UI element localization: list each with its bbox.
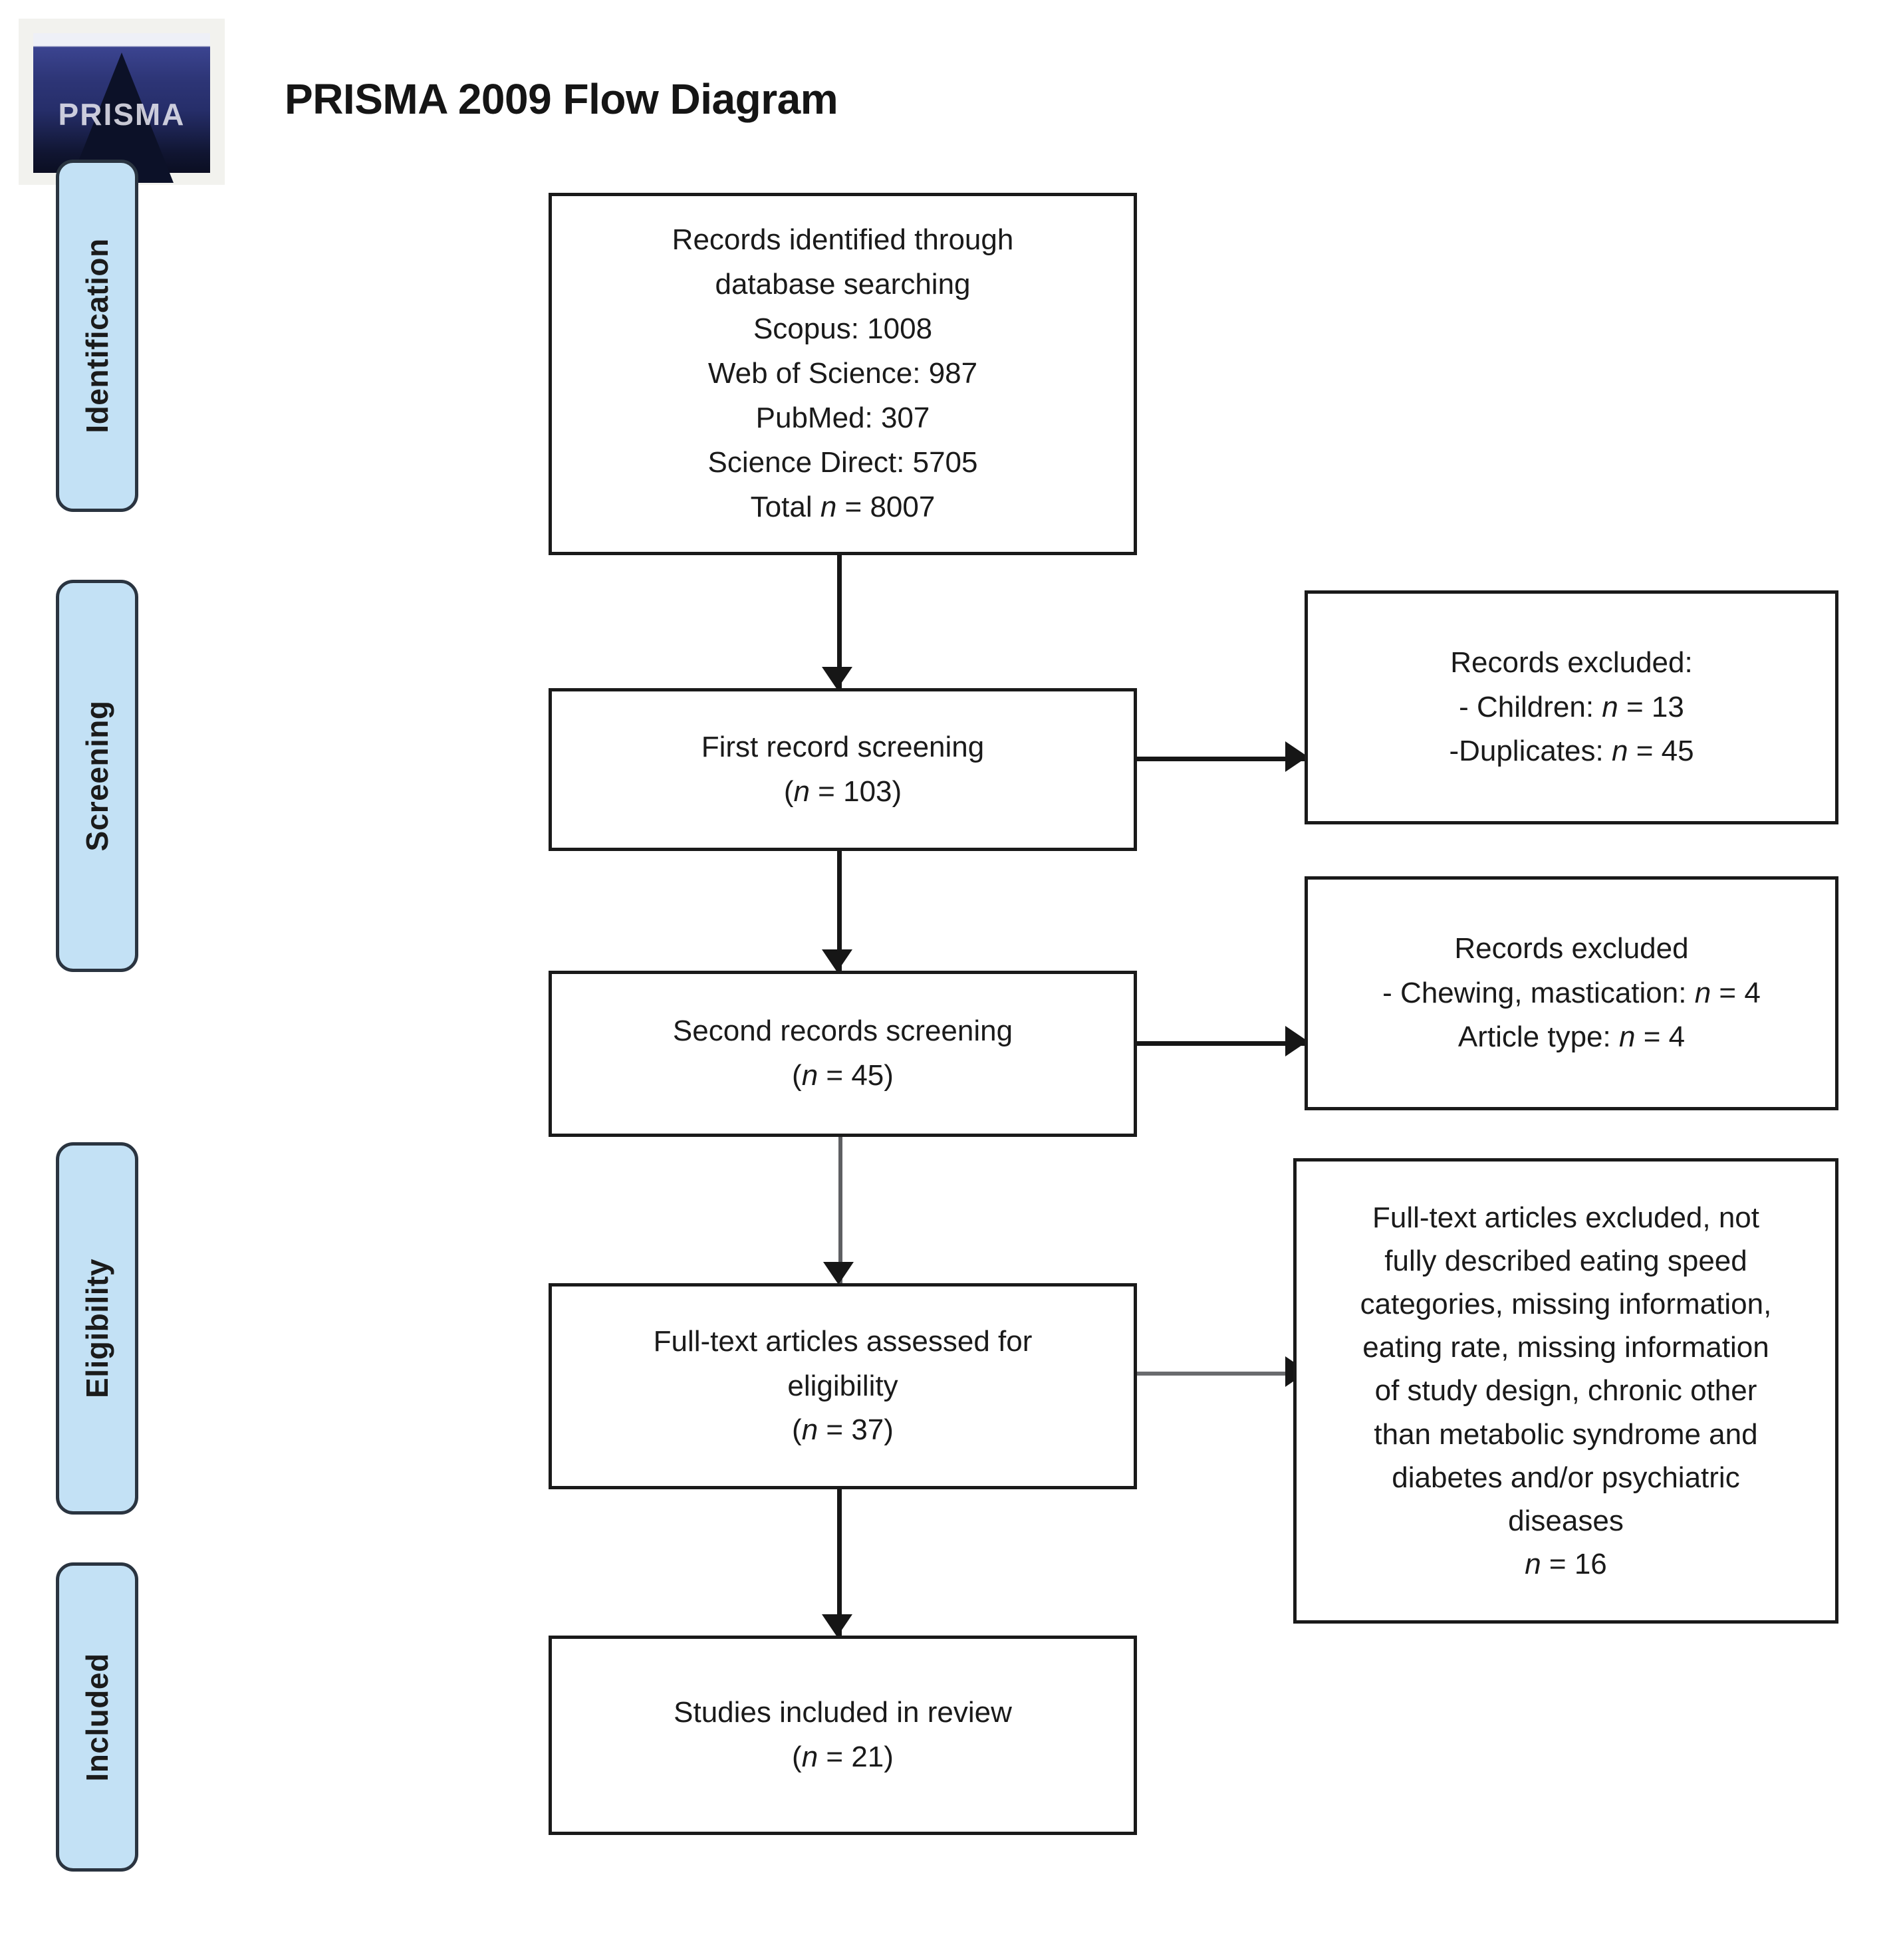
box-studies-included-in-review: Studies included in review(n = 21) xyxy=(549,1636,1137,1835)
stage-bar-identification: Identification xyxy=(56,160,138,512)
stage-label-screening: Screening xyxy=(80,700,114,852)
page-title: PRISMA 2009 Flow Diagram xyxy=(285,75,838,123)
arrowhead-right-icon xyxy=(1285,1026,1308,1056)
logo-plate: PRISMA xyxy=(33,33,210,184)
connector-shaft xyxy=(1137,757,1307,761)
box-first-record-screening: First record screening(n = 103) xyxy=(549,688,1137,851)
box-records-excluded-second-text: Records excluded - Chewing, mastication:… xyxy=(1382,931,1761,1054)
box-records-excluded-second: Records excluded - Chewing, mastication:… xyxy=(1305,876,1838,1110)
stage-label-identification: Identification xyxy=(80,238,114,433)
stage-bar-included: Included xyxy=(56,1562,138,1872)
connector-shaft xyxy=(1137,1372,1307,1376)
arrowhead-down-icon xyxy=(822,667,852,689)
stage-bar-screening: Screening xyxy=(56,580,138,972)
connector-shaft xyxy=(838,1137,842,1283)
arrowhead-right-icon xyxy=(1285,741,1308,772)
box-studies-included-in-review-text: Studies included in review(n = 21) xyxy=(674,1696,1012,1773)
connector-shaft xyxy=(837,555,842,688)
box-records-excluded-first: Records excluded: - Children: n = 13-Dup… xyxy=(1305,590,1838,824)
box-first-record-screening-text: First record screening(n = 103) xyxy=(701,730,985,808)
connector-shaft xyxy=(837,851,842,971)
box-second-records-screening: Second records screening(n = 45) xyxy=(549,971,1137,1137)
connector-shaft xyxy=(1137,1041,1307,1046)
logo-wordmark: PRISMA xyxy=(58,96,186,132)
stage-bar-eligibility: Eligibility xyxy=(56,1142,138,1515)
arrowhead-down-icon xyxy=(822,1614,852,1637)
prisma-logo-icon: PRISMA xyxy=(19,19,225,185)
box-records-excluded-first-text: Records excluded: - Children: n = 13-Dup… xyxy=(1449,646,1694,768)
arrowhead-down-icon xyxy=(822,949,852,972)
stage-label-eligibility: Eligibility xyxy=(80,1259,114,1398)
stage-label-included: Included xyxy=(80,1652,114,1782)
arrowhead-down-icon xyxy=(823,1262,854,1285)
box-second-records-screening-text: Second records screening(n = 45) xyxy=(672,1015,1013,1092)
connector-shaft xyxy=(837,1489,842,1636)
